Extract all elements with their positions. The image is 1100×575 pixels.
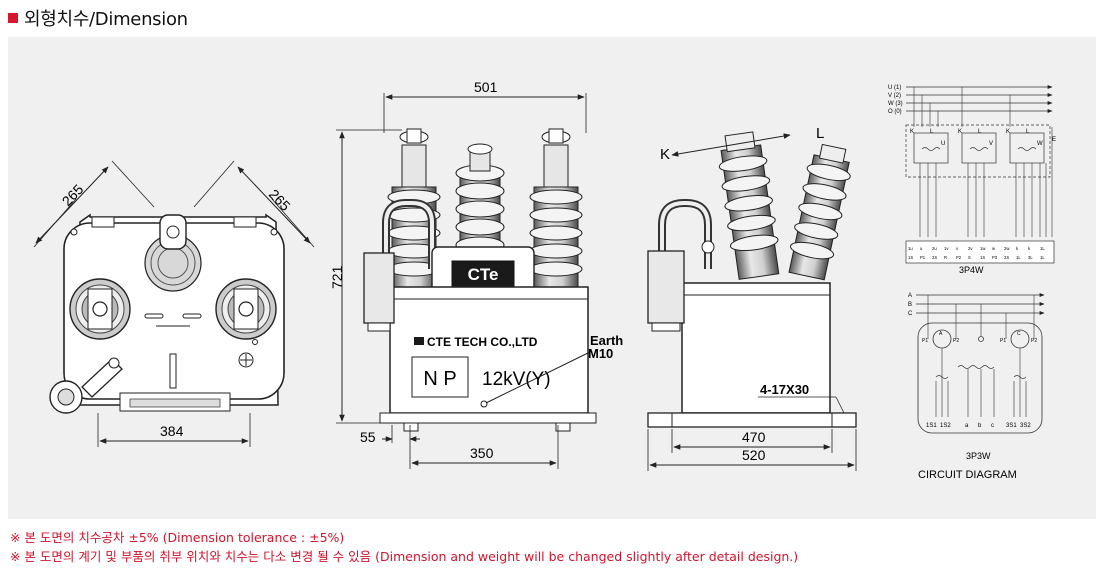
page-title: 외형치수/Dimension <box>24 9 188 30</box>
ct-c-c: C <box>1017 331 1021 337</box>
ct3-sub: W <box>1037 141 1043 147</box>
end-insulator-right <box>788 143 851 281</box>
earth-label: Earth <box>590 333 623 348</box>
dim-265-right: 265 <box>266 186 294 214</box>
right-bushing <box>215 278 277 340</box>
phase-v: V (2) <box>888 93 901 99</box>
tb2-10: 3L <box>1028 255 1033 260</box>
earth-size: M10 <box>588 346 613 361</box>
tb2-3: R <box>944 255 947 260</box>
ct2-l: L <box>978 129 982 135</box>
t-3s1: 3S1 <box>1006 423 1017 429</box>
tb-u: u <box>920 246 923 251</box>
phase-w: W (3) <box>888 101 903 107</box>
tb-k2: k <box>1028 246 1031 251</box>
t-c: c <box>991 423 994 429</box>
note-change: ※ 본 도면의 계기 및 부품의 취부 위치와 치수는 다소 변경 될 수 있음… <box>10 549 799 564</box>
ct3-k: K <box>1006 129 1010 135</box>
ct3-l: L <box>1026 129 1030 135</box>
tb2-4: P2 <box>956 255 962 260</box>
tb-1w: 1w <box>980 246 986 251</box>
dim-470: 470 <box>742 429 766 445</box>
t-3s2: 3S2 <box>1020 423 1031 429</box>
circuit-3p3w: A B C P1 A P2 P1 C P2 1S1 1S2 a b c 3S1 … <box>908 293 1045 481</box>
ct-c-p2: P2 <box>1031 338 1037 344</box>
dim-384: 384 <box>160 423 184 439</box>
tb2-8: 2S <box>1004 255 1009 260</box>
np-box <box>411 356 469 398</box>
dim-350: 350 <box>470 445 494 461</box>
tb2-11: 1L <box>1040 255 1045 260</box>
circuit-3p4w: U (1) V (2) W (3) O (0) K L K L K L U V … <box>888 85 1056 275</box>
ct-a-a: A <box>939 331 943 337</box>
tb-1v: 1v <box>944 246 949 251</box>
ct1-sub: U <box>941 141 945 147</box>
tb-2u: 2u <box>932 246 937 251</box>
hole-label: 4-17X30 <box>760 382 809 397</box>
section-title: 외형치수/Dimension <box>8 4 188 32</box>
phase-b: B <box>908 302 912 308</box>
dim-55: 55 <box>360 429 376 445</box>
note-tolerance: ※ 본 도면의 치수공차 ±5% (Dimension tolerance : … <box>10 530 345 545</box>
tb-1l: 1L <box>1040 246 1045 251</box>
t-1s1: 1S1 <box>926 423 937 429</box>
t-1s2: 1S2 <box>940 423 951 429</box>
drawing-panel: 265 265 384 <box>8 37 1096 519</box>
company-name: CTE TECH CO.,LTD <box>427 335 538 349</box>
side-insulator-right <box>529 128 583 288</box>
phase-o: O (0) <box>888 109 902 115</box>
tb-1u: 1u <box>908 246 913 251</box>
ct2-k: K <box>958 129 962 135</box>
tb2-7: P3 <box>992 255 998 260</box>
t-b: b <box>978 423 982 429</box>
tb2-0: 1S <box>908 255 913 260</box>
phase-c: C <box>908 311 913 317</box>
tb2-1: P1 <box>920 255 926 260</box>
tb-2w: 2w <box>1004 246 1010 251</box>
l-label: L <box>816 125 824 142</box>
cte-logo-badge <box>451 260 515 288</box>
tb2-5: S <box>968 255 971 260</box>
tb2-2: 2S <box>932 255 937 260</box>
caption-3p4w: 3P4W <box>959 265 984 275</box>
ct-a-p2: P2 <box>953 338 959 344</box>
caption-3p3w: 3P3W <box>966 451 991 461</box>
ct1-l: L <box>930 129 934 135</box>
t-a: a <box>965 423 969 429</box>
phase-u: U (1) <box>888 85 901 91</box>
side-view: CTe N P 12kV(Y) CTE TECH CO.,LTD Earth M… <box>329 79 623 469</box>
tb2-9: 1L <box>1016 255 1021 260</box>
tb-v: v <box>956 246 959 251</box>
ct2-sub: V <box>989 141 993 147</box>
cte-logo: CTe <box>468 265 499 284</box>
ct-a-p1: P1 <box>922 338 928 344</box>
dim-501: 501 <box>474 79 498 95</box>
left-bushing <box>69 278 131 340</box>
phase-a: A <box>908 293 912 299</box>
np-label: N P <box>423 368 456 390</box>
end-insulator-left <box>718 131 780 280</box>
tb-w: w <box>992 246 996 251</box>
end-view: K L 4-17X30 470 520 <box>647 125 857 471</box>
ct1-k: K <box>910 129 914 135</box>
front-view: 265 265 384 <box>33 160 315 447</box>
dimension-drawing: 265 265 384 <box>33 79 1056 481</box>
dim-520: 520 <box>742 447 766 463</box>
dim-265-left: 265 <box>59 181 87 209</box>
dim-721: 721 <box>329 265 345 289</box>
ct-c-p1: P1 <box>1000 338 1006 344</box>
title-marker <box>8 13 18 23</box>
k-label: K <box>660 146 670 163</box>
rating-label: 12kV(Y) <box>482 369 551 390</box>
tb-2v: 2v <box>968 246 973 251</box>
tb-k1: k <box>1016 246 1019 251</box>
notes: ※ 본 도면의 치수공차 ±5% (Dimension tolerance : … <box>10 528 798 566</box>
caption-circuit: CIRCUIT DIAGRAM <box>918 469 1017 481</box>
tb2-6: 1S <box>980 255 985 260</box>
earth-e: E <box>1052 137 1056 143</box>
